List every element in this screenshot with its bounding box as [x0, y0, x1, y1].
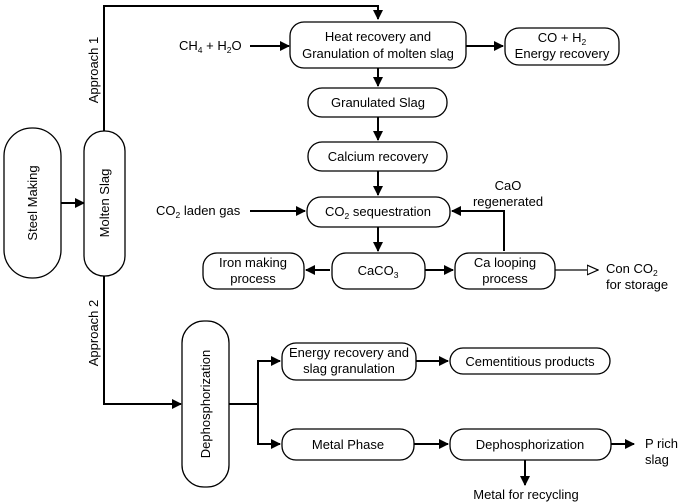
- p-rich-line2: slag: [645, 452, 669, 467]
- co2-sequestration-node: CO2 sequestration: [306, 196, 451, 228]
- caco3-label: CaCO3: [358, 263, 399, 280]
- p-rich-line1: P rich: [645, 436, 678, 451]
- heat-recovery-line1: Heat recovery and: [325, 29, 431, 44]
- ch4-h2o-label: CH4 + H2O: [179, 38, 242, 55]
- molten-slag-node: Molten Slag: [83, 130, 126, 277]
- connectors: [61, 5, 635, 486]
- ca-looping-node: Ca looping process: [454, 252, 556, 290]
- steel-making-node: Steel Making: [3, 127, 62, 279]
- arrow-to-energy-gran: [229, 356, 281, 405]
- metal-phase-label: Metal Phase: [312, 437, 384, 452]
- co2-sequestration-label: CO2 sequestration: [325, 204, 431, 221]
- approach2-label: Approach 2: [86, 300, 101, 367]
- arrow-approach1: [103, 5, 383, 132]
- energy-recovery-gran-node: Energy recovery and slag granulation: [281, 342, 417, 381]
- ca-looping-line2: process: [482, 271, 528, 286]
- arrow-to-metal-phase: [257, 404, 281, 449]
- metal-phase-node: Metal Phase: [281, 428, 415, 461]
- co-h2-line2: Energy recovery: [515, 46, 610, 61]
- caco3-node: CaCO3: [331, 252, 426, 290]
- arrow-cao-regenerated: [451, 206, 505, 251]
- iron-making-line1: Iron making: [219, 255, 287, 270]
- steel-making-label: Steel Making: [25, 165, 40, 240]
- dephosphorization-node: Dephosphorization: [449, 428, 612, 461]
- arrow-approach2: [103, 275, 182, 409]
- con-co2-line2: for storage: [606, 277, 668, 292]
- iron-making-node: Iron making process: [202, 252, 305, 290]
- dephosphorization-main-node: Dephosphorization: [181, 320, 230, 488]
- cementitious-node: Cementitious products: [449, 347, 611, 375]
- con-co2-line1: Con CO2: [606, 261, 658, 278]
- granulated-slag-node: Granulated Slag: [307, 87, 448, 118]
- molten-slag-label: Molten Slag: [97, 169, 112, 238]
- cementitious-label: Cementitious products: [465, 354, 595, 369]
- cao-regenerated-line2: regenerated: [473, 194, 543, 209]
- co-h2-line1: CO + H2: [538, 30, 587, 47]
- heat-recovery-node: Heat recovery and Granulation of molten …: [289, 21, 467, 69]
- energy-recovery-gran-line1: Energy recovery and: [289, 345, 409, 360]
- heat-recovery-line2: Granulation of molten slag: [302, 46, 454, 61]
- calcium-recovery-label: Calcium recovery: [328, 149, 429, 164]
- calcium-recovery-node: Calcium recovery: [307, 141, 448, 172]
- ca-looping-line1: Ca looping: [474, 255, 536, 270]
- metal-recycling-label: Metal for recycling: [473, 487, 578, 502]
- energy-recovery-gran-line2: slag granulation: [303, 361, 395, 376]
- approach1-label: Approach 1: [86, 37, 101, 104]
- iron-making-line2: process: [230, 271, 276, 286]
- dephosphorization-label: Dephosphorization: [476, 437, 584, 452]
- dephosphorization-main-label: Dephosphorization: [198, 350, 213, 458]
- granulated-slag-label: Granulated Slag: [331, 95, 425, 110]
- co2-laden-gas-label: CO2 laden gas: [156, 203, 241, 220]
- cao-regenerated-line1: CaO: [495, 178, 522, 193]
- co-h2-node: CO + H2 Energy recovery: [504, 27, 620, 66]
